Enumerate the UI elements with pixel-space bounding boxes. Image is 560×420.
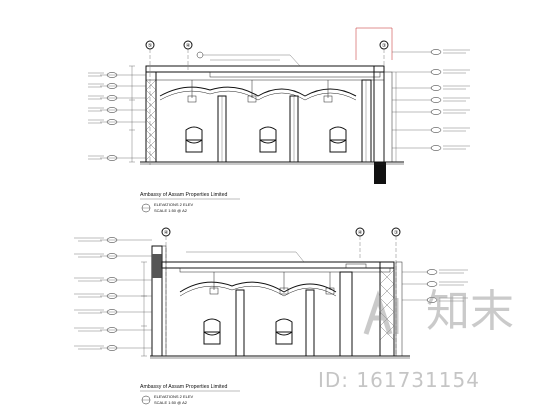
drawing-2-scale: SCALE 1:50 @ A2 xyxy=(154,400,188,405)
grid-label-1c: ③ xyxy=(382,43,387,49)
elevation-2: ④ ④ ③ xyxy=(74,227,468,405)
grid-label-2c: ③ xyxy=(394,230,399,236)
drawing-1-title: Ambassy of Assam Properties Limited xyxy=(140,192,227,198)
watermark-logo: 知末 xyxy=(363,286,514,337)
grid-label-1a: ⑤ xyxy=(148,43,153,49)
grid-label-2b: ④ xyxy=(358,230,363,236)
grid-label-1b: ④ xyxy=(186,43,191,49)
grid-label-2a: ④ xyxy=(164,230,169,236)
drawing-1-caption: ELEVATIONS 2 ELEV xyxy=(154,202,194,207)
drawing-2-caption: ELEVATIONS 2 ELEV xyxy=(154,394,194,399)
elevation-1: ⑤ ④ ③ xyxy=(88,27,470,213)
drawing-1-scale: SCALE 1:50 @ A2 xyxy=(154,208,188,213)
watermark-logo-text: 知末 xyxy=(426,286,514,337)
drawing-2-title: Ambassy of Assam Properties Limited xyxy=(140,384,227,390)
watermark-id: ID: 161731154 xyxy=(318,368,480,392)
